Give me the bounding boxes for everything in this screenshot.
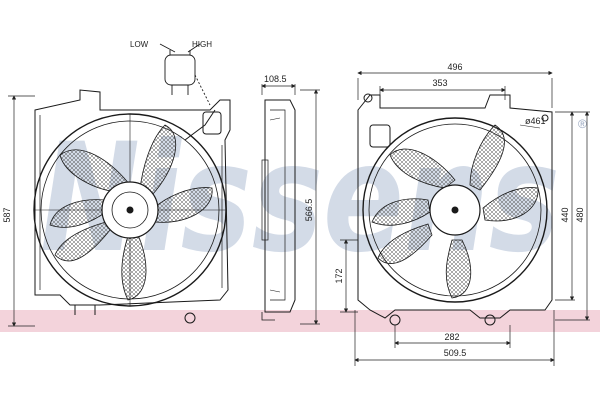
watermark-band: [0, 310, 600, 332]
rear-mount-foot-right: [484, 314, 496, 326]
rear-width-label: 496: [447, 62, 462, 72]
rear-view: [357, 93, 553, 326]
side-depth-label: 108.5: [264, 74, 287, 84]
side-view: [261, 99, 296, 321]
side-depth-dimension: [261, 83, 296, 95]
front-view: [33, 89, 231, 324]
front-wire: [184, 109, 216, 141]
connector-low-label: LOW: [130, 40, 149, 49]
front-shroud: [34, 89, 231, 306]
front-height-dimension: [8, 95, 35, 327]
rear-inner-width-dimension: [379, 86, 506, 100]
rear-base-width-dimension: [354, 310, 555, 366]
fan-diameter-label: ø461: [525, 116, 546, 126]
rear-motor-plug: [369, 124, 391, 148]
front-mount-foot: [184, 312, 196, 324]
side-profile: [264, 99, 296, 313]
rear-total-height-label: 480: [575, 207, 585, 222]
rear-lower-offset-label: 172: [334, 268, 344, 283]
connector-callout: [159, 43, 211, 106]
rear-fan-ring: [362, 117, 548, 303]
front-motor-plug: [202, 111, 222, 135]
side-height-dimension: [300, 89, 320, 325]
fan-diameter-leader: [519, 124, 541, 129]
watermark-registered: ®: [578, 117, 587, 131]
rear-mount-spacing-label: 282: [444, 332, 459, 342]
rear-fan-blades: [371, 124, 539, 299]
front-height-label: 587: [2, 207, 12, 222]
rear-width-dimension: [357, 70, 553, 108]
front-fan-blades: [49, 124, 213, 301]
rear-base-width-label: 509.5: [444, 348, 467, 358]
side-height-label: 566.5: [304, 199, 314, 222]
rear-mount-spacing-dimension: [394, 325, 511, 348]
rear-height-label: 440: [560, 207, 570, 222]
rear-height-dimensions: [555, 111, 590, 321]
connector-body: [164, 54, 196, 86]
rear-shroud: [357, 94, 553, 319]
connector-high-label: HIGH: [192, 40, 212, 49]
rear-inner-width-label: 353: [432, 78, 447, 88]
